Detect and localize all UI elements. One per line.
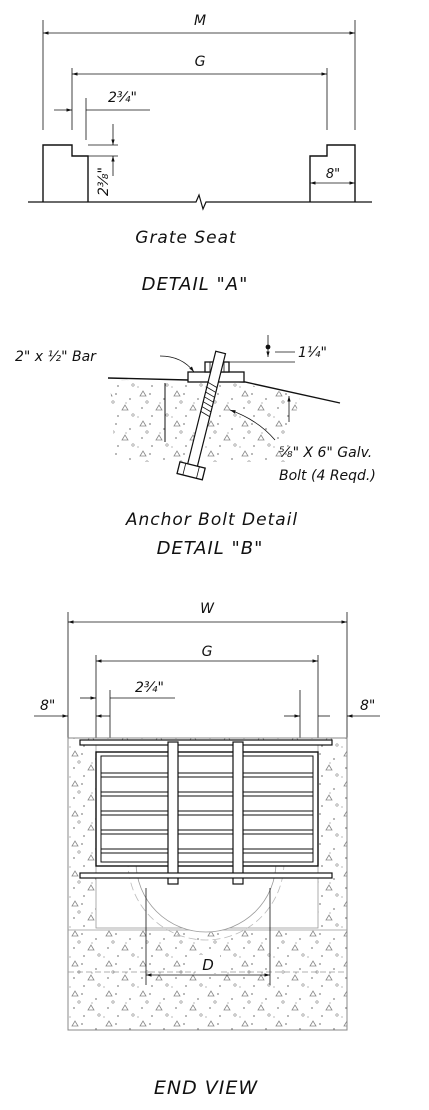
dim-offset-label: 2¾" [108,90,137,106]
grate-inner [100,755,314,863]
dim-g-end-label: G [202,644,213,660]
dim-height-label: 1¼" [298,345,327,361]
dim-w-label: W [200,601,215,617]
bolt-label-2: Bolt (4 Reqd.) [279,468,376,484]
dim-d-label: D [202,956,214,974]
bar-leader [159,355,195,373]
support-left [167,741,179,885]
grate-seat-caption: Grate Seat [135,228,237,248]
grate-bars [101,772,313,854]
anchor-bolt-caption: Anchor Bolt Detail [125,510,298,530]
base-line-break [28,193,372,211]
bottom-plate [79,872,333,879]
bolt-label-1: ⅝" X 6" Galv. [279,445,372,461]
dim-depth-label: 2⅜" [96,167,112,196]
grate-frame [95,751,319,867]
detail-a: M G 2¾" 2⅜" 8" Grate Seat DETAIL "A" [28,13,372,295]
dim-left-label: 8" [40,698,55,714]
seat-right [309,144,356,202]
bar-label: 2" x ½" Bar [15,349,97,365]
detail-b-title: DETAIL "B" [157,538,264,559]
support-right [232,741,244,885]
end-view: W G 2¾" 8" 8" [34,601,380,1099]
top-plate [79,739,333,746]
end-view-title: END VIEW [154,1077,258,1099]
dim-width-label: 8" [326,167,340,182]
dim-g-label: G [195,54,206,70]
detail-b: 2" x ½" Bar 1¼" ⅝" X 6" Galv. Bolt (4 Re… [15,335,376,559]
anchor-bolt [176,350,227,481]
dim-m-label: M [194,13,206,29]
bolt-leader [229,409,276,441]
dim-dot [265,344,271,350]
seat-left [42,144,89,202]
dim-offset-end-label: 2¾" [135,680,164,696]
detail-a-title: DETAIL "A" [142,274,249,295]
dim-right-label: 8" [360,698,375,714]
